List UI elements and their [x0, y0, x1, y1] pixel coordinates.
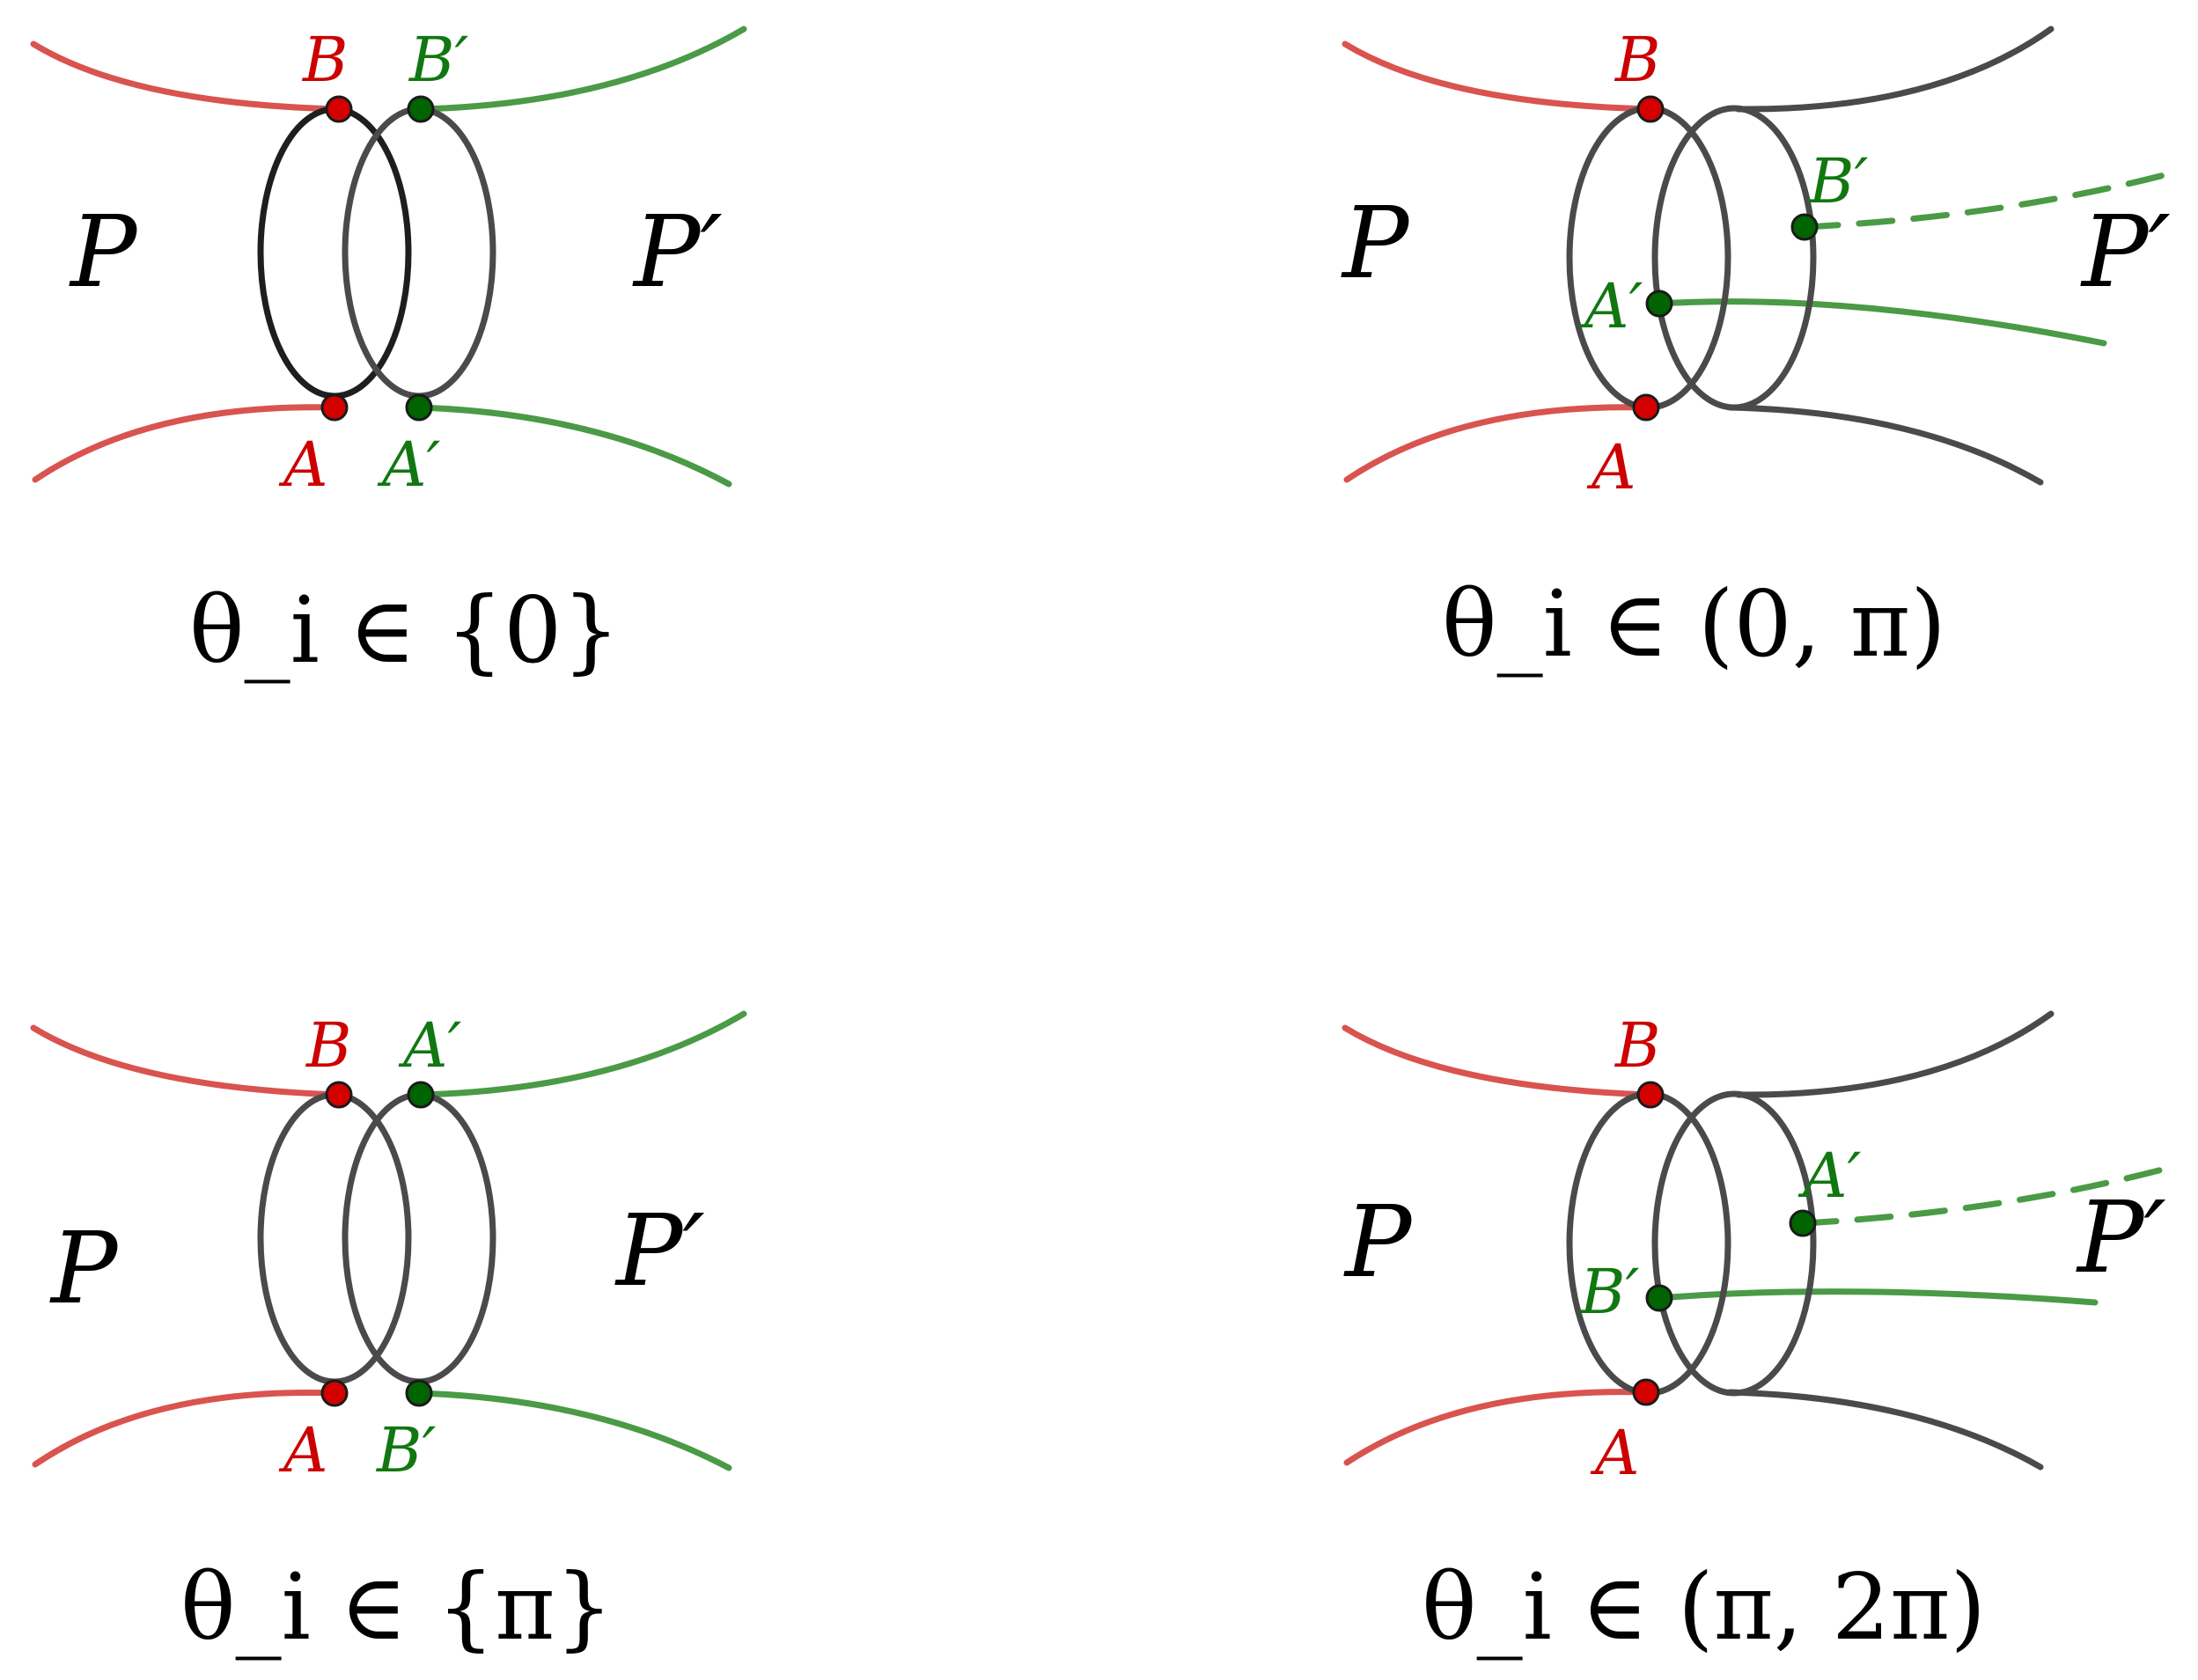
label-front-green: B′	[1578, 1256, 1639, 1328]
label-back-green: A′	[1797, 1140, 1862, 1212]
glued-boundary-back-curve	[1801, 169, 2178, 231]
point-front-green	[1645, 290, 1673, 318]
region-label-right: P′	[632, 195, 723, 310]
glued-boundary-front-curve	[1656, 1288, 2099, 1306]
left-boundary-top-curve	[30, 40, 342, 113]
label-bottom-red: A	[278, 1414, 328, 1486]
cuff-circle-right	[1651, 1090, 1817, 1397]
glued-boundary-back-curve	[1799, 1165, 2169, 1227]
point-back-green	[1790, 213, 1819, 241]
left-boundary-bottom-curve	[1343, 1389, 1650, 1466]
label-back-green: B′	[1807, 145, 1868, 217]
right-boundary-top-curve	[417, 26, 747, 113]
label-top-green: B′	[408, 24, 468, 96]
caption: θ_i ∈ {π}	[180, 1553, 614, 1661]
point-bottom-red	[320, 393, 349, 422]
label-bottom-red: A	[1586, 431, 1636, 503]
cuff-circle-left	[1566, 1090, 1731, 1397]
region-label-left: P	[49, 1212, 119, 1326]
point-front-green	[1645, 1284, 1673, 1312]
region-label-right: P′	[2080, 195, 2171, 310]
panel-top-right: B A A′ B′ P P′ θ_i ∈ (0, π)	[1341, 24, 2178, 678]
label-top-red: B	[301, 24, 348, 96]
right-boundary-bottom-curve	[415, 1390, 732, 1471]
label-top-red: B	[305, 1009, 351, 1082]
right-boundary-bottom-curve	[1726, 1389, 2044, 1471]
right-boundary-top-curve	[1735, 1010, 2055, 1098]
point-bottom-green	[405, 393, 433, 422]
right-boundary-top-curve	[417, 1010, 747, 1098]
point-bottom-red	[1632, 1378, 1660, 1406]
glued-boundary-front-curve	[1656, 298, 2107, 347]
label-top-red: B	[1614, 24, 1660, 96]
point-top-red	[325, 1081, 353, 1109]
point-bottom-red	[1632, 393, 1660, 422]
point-top-red	[1636, 95, 1665, 123]
caption: θ_i ∈ {0}	[189, 576, 620, 684]
cuff-circle-right	[1651, 105, 1817, 411]
right-boundary-bottom-curve	[415, 404, 732, 488]
point-back-green	[1789, 1209, 1817, 1237]
label-bottom-red: A	[1590, 1417, 1640, 1489]
point-top-red	[325, 95, 353, 123]
left-boundary-top-curve	[1342, 40, 1654, 113]
point-bottom-red	[320, 1379, 349, 1407]
panel-bottom-right: B A B′ A′ P P′ θ_i ∈ (π, 2π)	[1342, 1009, 2169, 1661]
label-bottom-green: A′	[377, 429, 441, 501]
right-boundary-bottom-curve	[1726, 404, 2044, 486]
point-top-green	[407, 95, 435, 123]
left-boundary-top-curve	[1342, 1024, 1654, 1098]
label-top-red: B	[1614, 1009, 1660, 1082]
caption: θ_i ∈ (π, 2π)	[1422, 1553, 1986, 1661]
label-top-green: A′	[398, 1009, 462, 1082]
caption: θ_i ∈ (0, π)	[1442, 570, 1946, 678]
left-boundary-bottom-curve	[32, 1390, 338, 1468]
cuff-circle-left	[257, 1091, 412, 1385]
label-bottom-green: B′	[375, 1414, 436, 1486]
point-top-red	[1636, 1081, 1665, 1109]
panel-bottom-left: B A A′ B′ P P′ θ_i ∈ {π}	[30, 1009, 747, 1661]
region-label-left: P	[1341, 187, 1410, 301]
cuff-circle-left	[257, 106, 412, 400]
point-bottom-green	[405, 1379, 433, 1407]
label-front-green: A′	[1579, 270, 1643, 342]
point-top-green	[407, 1081, 435, 1109]
left-boundary-top-curve	[30, 1024, 342, 1098]
region-label-right: P′	[2076, 1181, 2166, 1295]
region-label-left: P	[69, 195, 138, 310]
panel-top-left: B A B′ A′ P P′ θ_i ∈ {0}	[30, 24, 747, 684]
region-label-left: P	[1343, 1185, 1413, 1300]
cuff-circle-right	[342, 1091, 496, 1385]
cuff-circle-right	[342, 106, 496, 400]
left-boundary-bottom-curve	[1343, 404, 1650, 483]
cuff-circle-left	[1566, 105, 1731, 411]
label-bottom-red: A	[278, 429, 328, 501]
left-boundary-bottom-curve	[32, 404, 338, 483]
right-boundary-top-curve	[1735, 26, 2055, 113]
region-label-right: P′	[614, 1194, 705, 1309]
